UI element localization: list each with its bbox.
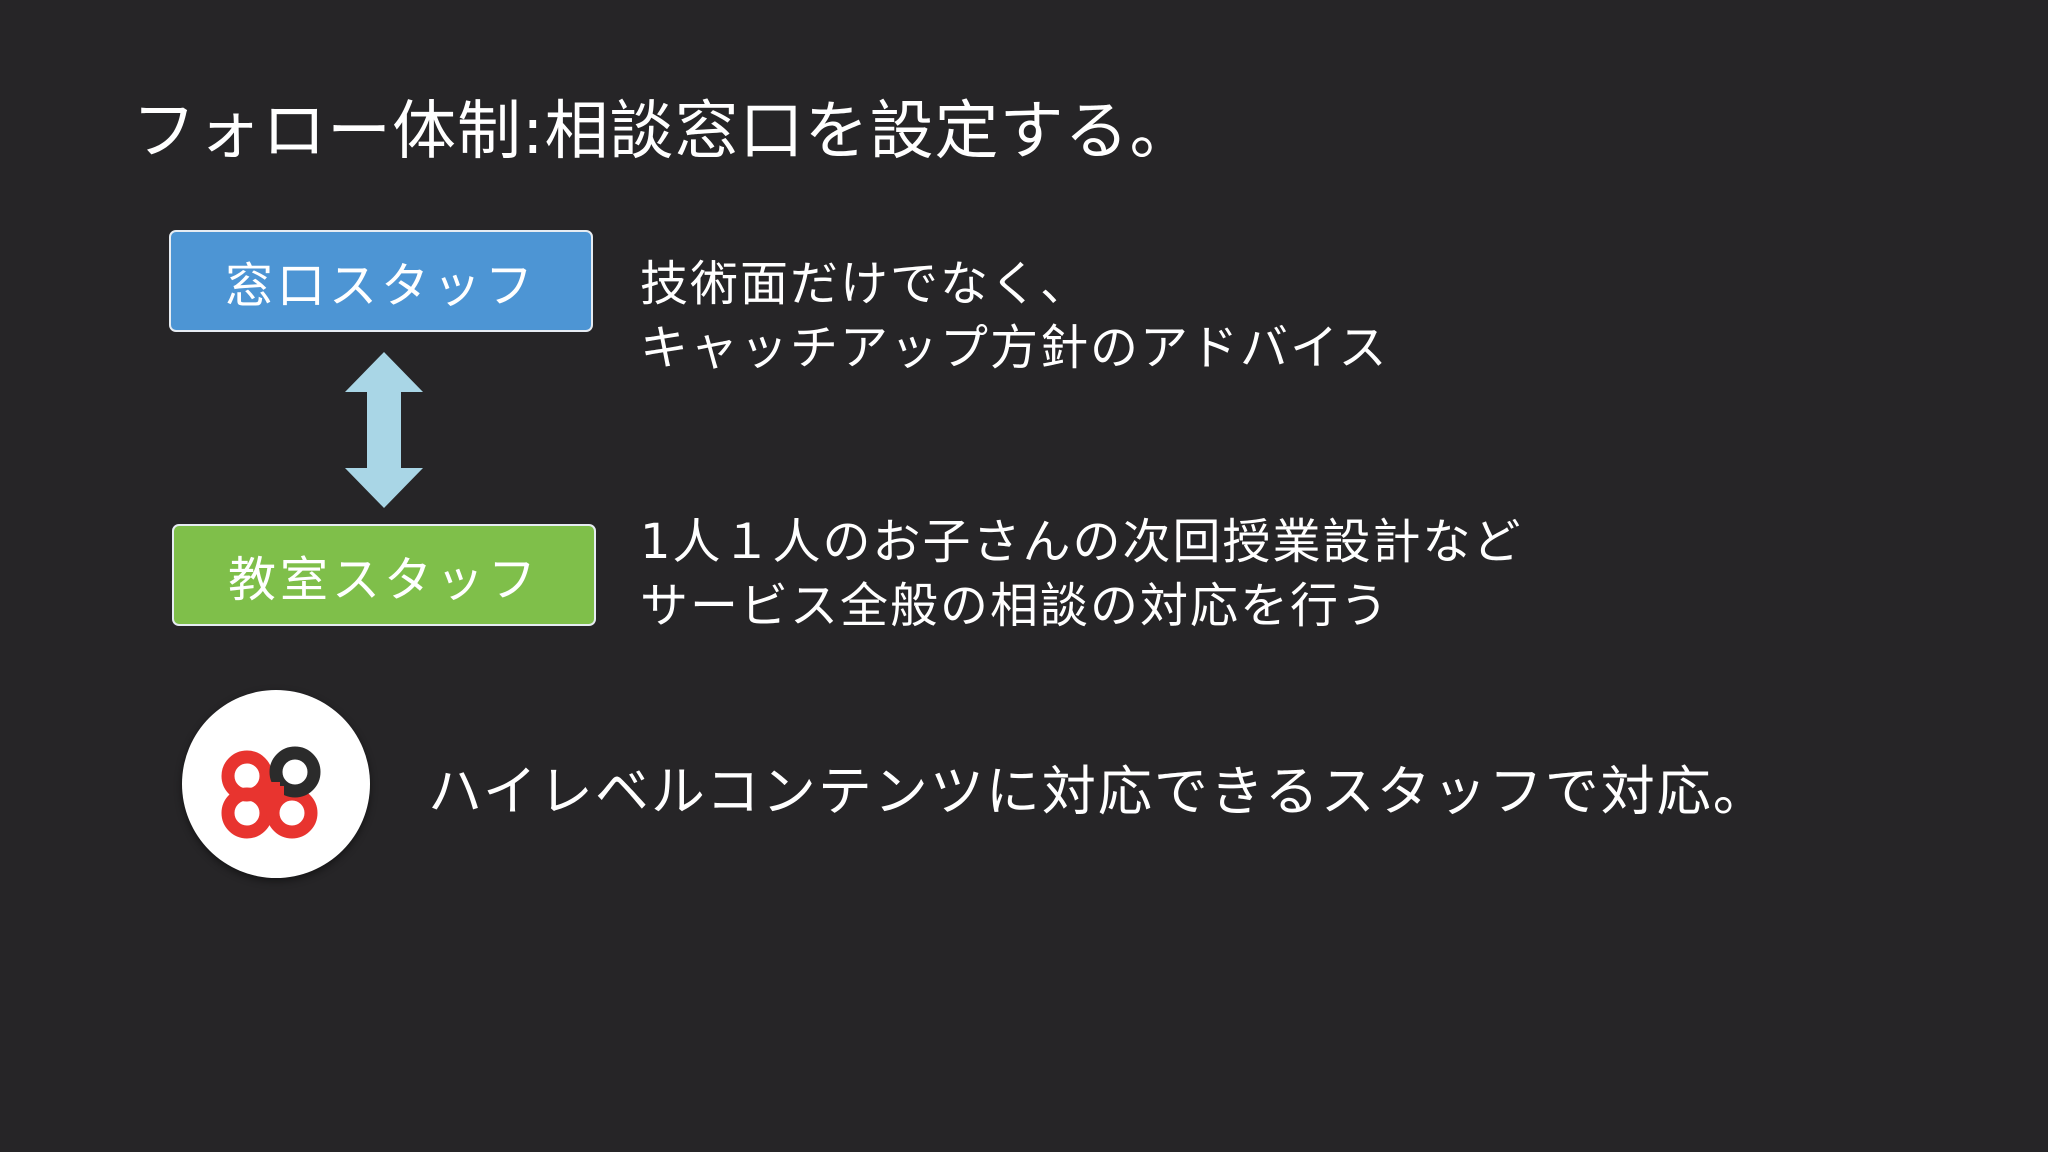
double-arrow-vertical-icon xyxy=(345,352,423,508)
quatrefoil-logo-icon xyxy=(182,690,370,878)
description-line: 1人１人のお子さんの次回授業設計など xyxy=(640,514,1523,570)
description-line: 技術面だけでなく、 xyxy=(640,256,1091,312)
window-staff-description: 技術面だけでなく、 キャッチアップ方針のアドバイス xyxy=(640,252,1389,380)
classroom-staff-description: 1人１人のお子さんの次回授業設計など サービス全般の相談の対応を行う xyxy=(640,510,1523,638)
bottom-note: ハイレベルコンテンツに対応できるスタッフで対応。 xyxy=(428,760,1769,823)
window-staff-label: 窓口スタッフ xyxy=(224,258,537,314)
logo-mark xyxy=(221,746,321,839)
description-line: キャッチアップ方針のアドバイス xyxy=(640,320,1389,376)
slide-title: フォロー体制:相談窓口を設定する。 xyxy=(132,95,1195,169)
classroom-staff-box: 教室スタッフ xyxy=(172,524,596,626)
description-line: サービス全般の相談の対応を行う xyxy=(640,578,1391,634)
classroom-staff-label: 教室スタッフ xyxy=(227,552,540,608)
window-staff-box: 窓口スタッフ xyxy=(169,230,593,332)
